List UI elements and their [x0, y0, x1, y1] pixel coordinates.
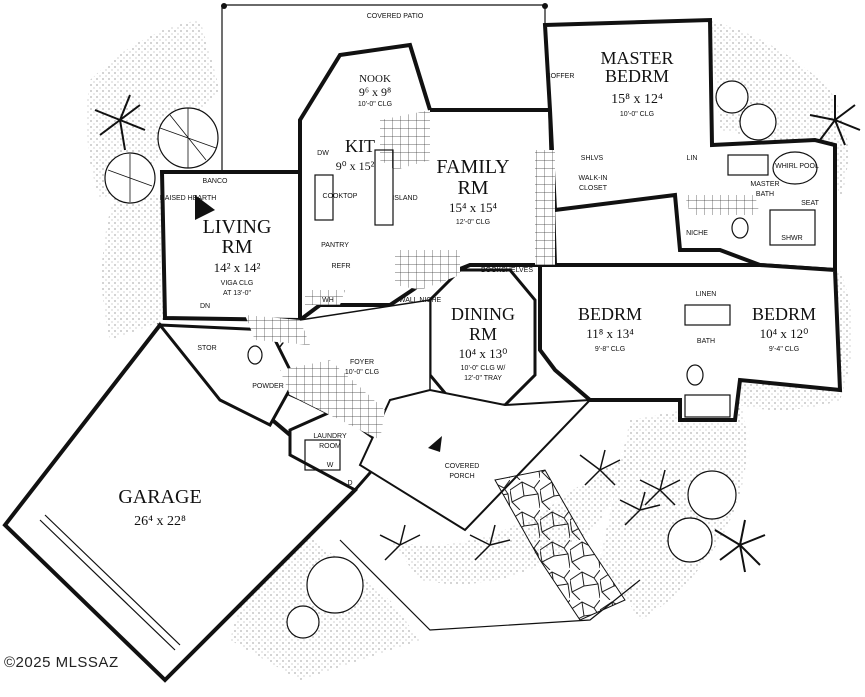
- small-labels: BANCO RAISED HEARTH PANTRY REFR DW BOOKS…: [160, 73, 820, 487]
- nook-dims: 9⁶ x 9⁸: [359, 85, 391, 99]
- kit-name: KIT: [345, 136, 375, 156]
- garage-dims: 26⁴ x 22⁸: [134, 514, 186, 529]
- living-rm-name-1: LIVING: [203, 216, 272, 238]
- wall-niche-label: WALL NICHE: [399, 297, 442, 304]
- wh-label: WH: [322, 297, 334, 304]
- living-rm-clg-2: AT 13'-0": [223, 290, 252, 297]
- living-rm-dims: 14² x 14²: [214, 260, 261, 275]
- bedrm-3-clg: 9'-4" CLG: [769, 346, 799, 353]
- master-bedrm-name-2: BEDRM: [605, 66, 669, 86]
- linen-label: LINEN: [696, 291, 717, 298]
- living-rm-clg-1: VIGA CLG: [221, 280, 254, 287]
- raised-hearth-label: RAISED HEARTH: [160, 195, 217, 202]
- pantry-label: PANTRY: [321, 242, 349, 249]
- powder-label: POWDER: [252, 383, 284, 390]
- whirl-pool-label: WHIRL POOL: [775, 163, 819, 170]
- dining-rm-clg-1: 10'-0" CLG W/: [461, 365, 506, 372]
- foyer-clg: 10'-0" CLG: [345, 369, 379, 376]
- d-label: D: [347, 480, 352, 487]
- master-bedrm-dims: 15⁸ x 12⁴: [611, 92, 663, 107]
- dining-rm-name-1: DINING: [451, 304, 515, 324]
- bedrm-2-name: BEDRM: [578, 304, 642, 324]
- bookshelves-label: BOOKSHELVES: [481, 267, 533, 274]
- dining-rm-clg-2: 12'-0" TRAY: [464, 375, 502, 382]
- fixtures: [195, 149, 818, 471]
- foyer-name: FOYER: [350, 359, 374, 366]
- nook-name: NOOK: [359, 73, 391, 85]
- stone-walkway: [339, 469, 641, 631]
- covered-patio-label-1: COVERED PATIO: [367, 13, 424, 20]
- family-rm-name-2: RM: [457, 177, 488, 199]
- bedrm-2-dims: 11⁸ x 13⁴: [586, 326, 634, 341]
- dining-rm-dims: 10⁴ x 13⁰: [459, 346, 508, 361]
- shlvs-label: SHLVS: [581, 155, 604, 162]
- kit-dims: 9⁰ x 15²: [336, 159, 375, 173]
- dining-rm-name-2: RM: [469, 324, 497, 344]
- bath-label: BATH: [697, 338, 715, 345]
- coffer-label: COFFER: [546, 73, 575, 80]
- stor-label: STOR: [197, 345, 216, 352]
- dn-label: DN: [200, 303, 210, 310]
- banco-label: BANCO: [203, 178, 228, 185]
- family-rm-clg: 12'-0" CLG: [456, 219, 490, 226]
- walkin-closet-name-1: WALK-IN: [579, 175, 608, 182]
- covered-porch-name-2: PORCH: [449, 473, 474, 480]
- seat-label: SEAT: [801, 200, 819, 207]
- bedrm-3-dims: 10⁴ x 12⁰: [760, 326, 809, 341]
- nook-clg: 10'-0" CLG: [358, 101, 392, 108]
- cooktop-label: COOKTOP: [323, 193, 358, 200]
- covered-porch-name-1: COVERED: [445, 463, 480, 470]
- master-bath-name-1: MASTER: [750, 181, 779, 188]
- master-bedrm-clg: 10'-0" CLG: [620, 111, 654, 118]
- covered-patio: COVERED PATIO: [221, 3, 548, 170]
- master-bedrm-name-1: MASTER: [600, 48, 673, 68]
- family-rm-name-1: FAMILY: [436, 156, 509, 178]
- family-rm-dims: 15⁴ x 15⁴: [449, 200, 498, 215]
- tile-floors: [245, 110, 760, 440]
- garage-name: GARAGE: [118, 486, 201, 508]
- shwr-label: SHWR: [781, 235, 802, 242]
- laundry-name-2: ROOM: [319, 443, 341, 450]
- bedrm-2-clg: 9'-8" CLG: [595, 346, 625, 353]
- niche-label: NICHE: [686, 230, 708, 237]
- island-label: ISLAND: [392, 195, 417, 202]
- w-label: W: [327, 462, 334, 469]
- laundry-name-1: LAUNDRY: [313, 433, 347, 440]
- plants: [94, 80, 861, 639]
- living-rm-name-2: RM: [221, 236, 252, 258]
- dw-label: DW: [317, 150, 329, 157]
- room-labels: MASTER BEDRM 15⁸ x 12⁴ 10'-0" CLG NOOK 9…: [118, 48, 816, 529]
- lin-label: LIN: [687, 155, 698, 162]
- copyright-watermark: ©2025 MLSSAZ: [4, 654, 119, 671]
- bedrm-3-name: BEDRM: [752, 304, 816, 324]
- master-bath-name-2: BATH: [756, 191, 774, 198]
- walkin-closet-name-2: CLOSET: [579, 185, 608, 192]
- house-walls: [156, 17, 843, 532]
- refr-label: REFR: [331, 263, 350, 270]
